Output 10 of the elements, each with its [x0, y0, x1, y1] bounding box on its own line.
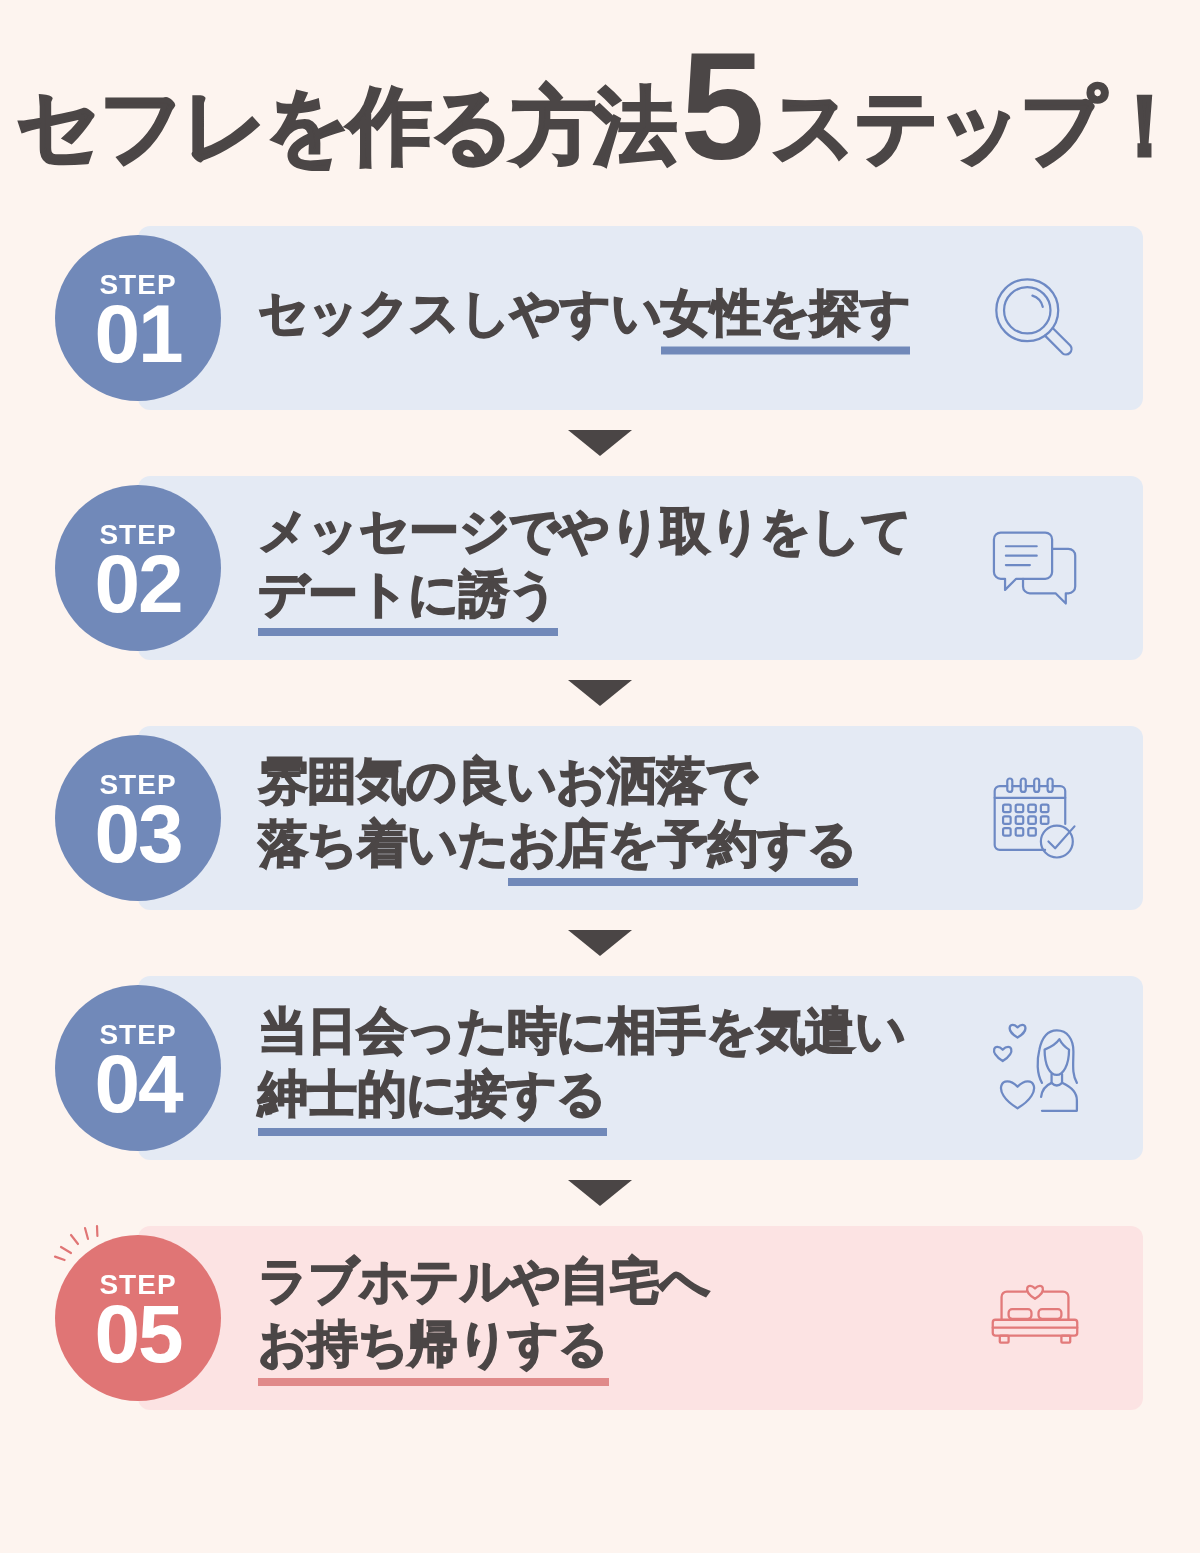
step-text: セックスしやすい女性を探す [258, 281, 911, 355]
arrow [568, 1180, 632, 1206]
step-text: 雰囲気の良いお洒落で落ち着いたお店を予約する [258, 750, 858, 886]
arrow [568, 930, 632, 956]
step-text: ラブホテルや自宅へお持ち帰りする [258, 1250, 710, 1386]
arrow [568, 680, 632, 706]
arrow [568, 430, 632, 456]
step-text: メッセージでやり取りをしてデートに誘う [258, 500, 912, 636]
step-text: 当日会った時に相手を気遣い紳士的に接する [258, 1000, 906, 1136]
title: セフレを作る方法5ステップ！ [15, 40, 1185, 188]
